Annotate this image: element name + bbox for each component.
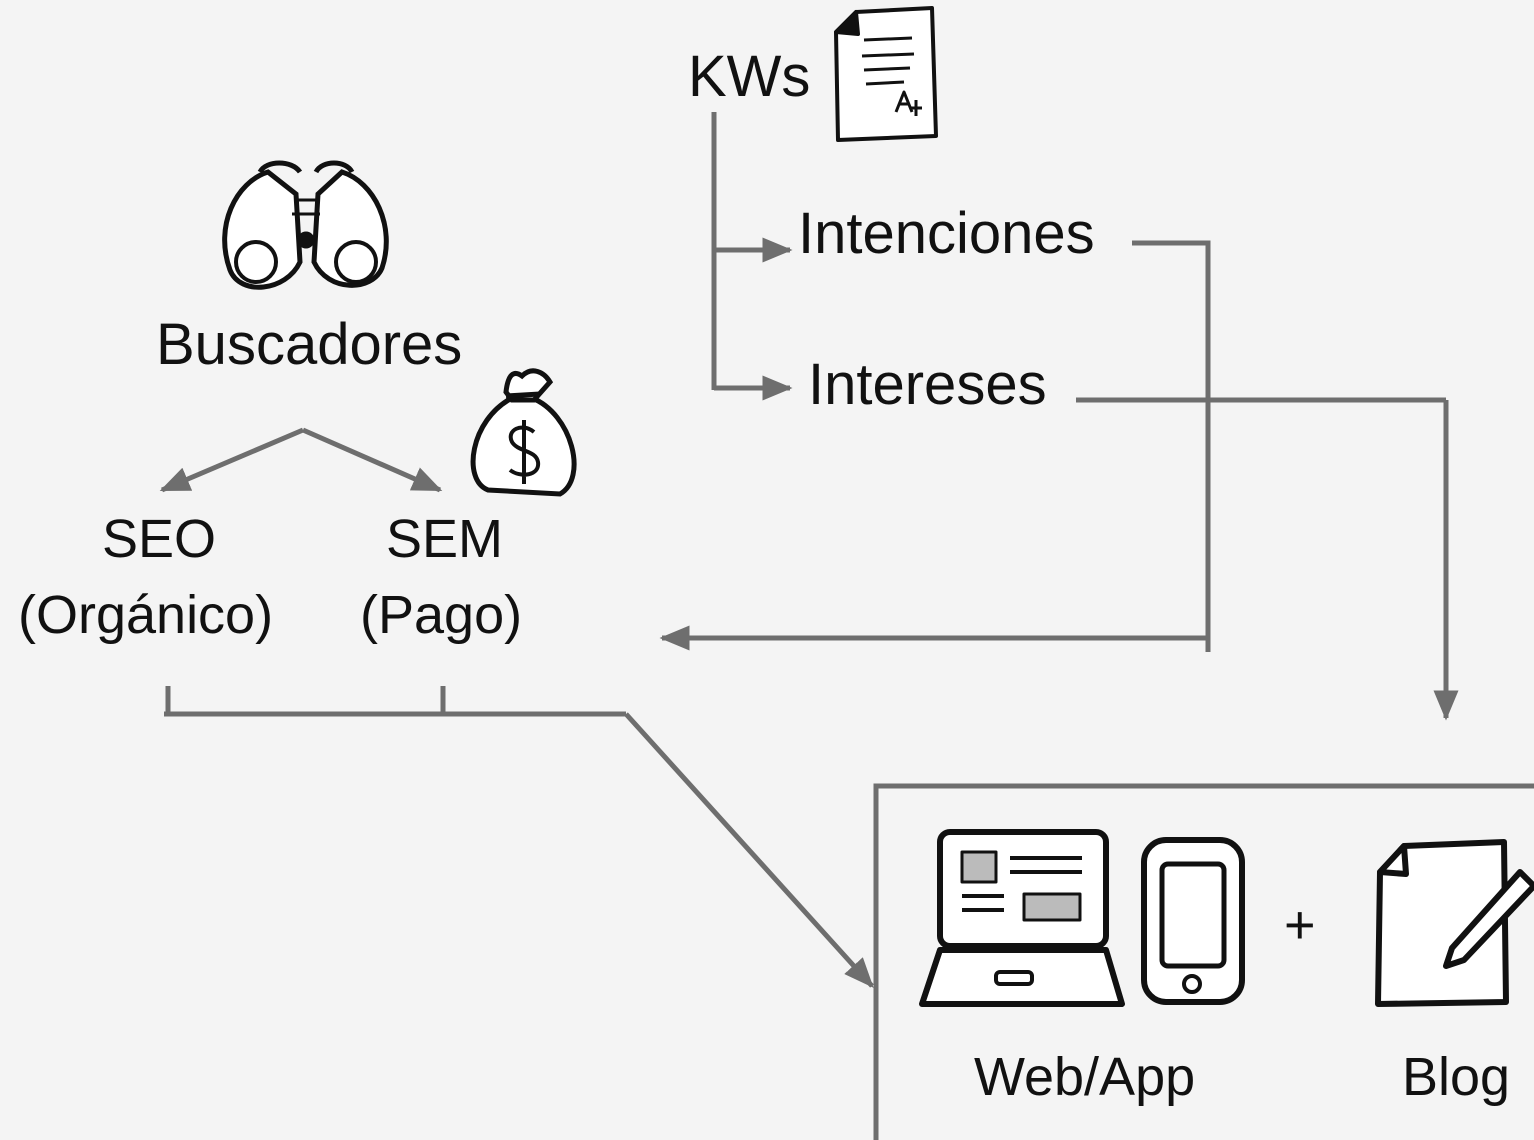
intenciones-label: Intenciones bbox=[798, 201, 1095, 266]
destination-box bbox=[873, 783, 1534, 1140]
kws-label: KWs bbox=[688, 44, 811, 109]
binoculars-icon bbox=[222, 160, 389, 290]
web-app-label: Web/App bbox=[974, 1047, 1196, 1107]
intereses-to-destination-connector bbox=[1076, 397, 1459, 721]
sem-sublabel: (Pago) bbox=[360, 585, 523, 645]
seo-sem-merge-connector bbox=[164, 686, 874, 988]
intereses-label: Intereses bbox=[808, 352, 1047, 417]
kws-branch-connector bbox=[711, 112, 793, 401]
plus-sign: + bbox=[1284, 895, 1316, 955]
seo-sublabel: (Orgánico) bbox=[18, 585, 274, 645]
sem-label: SEM bbox=[386, 509, 504, 569]
laptop-icon bbox=[919, 829, 1125, 1007]
buscadores-label: Buscadores bbox=[156, 312, 463, 377]
smartphone-icon bbox=[1141, 837, 1245, 1005]
document-pencil-icon bbox=[1375, 839, 1534, 1007]
graded-document-icon bbox=[834, 6, 938, 142]
seo-label: SEO bbox=[102, 509, 217, 569]
search-split-connector bbox=[159, 427, 443, 493]
intenciones-to-search-connector bbox=[659, 240, 1211, 652]
blog-label: Blog bbox=[1402, 1047, 1511, 1107]
money-bag-icon bbox=[470, 368, 577, 497]
